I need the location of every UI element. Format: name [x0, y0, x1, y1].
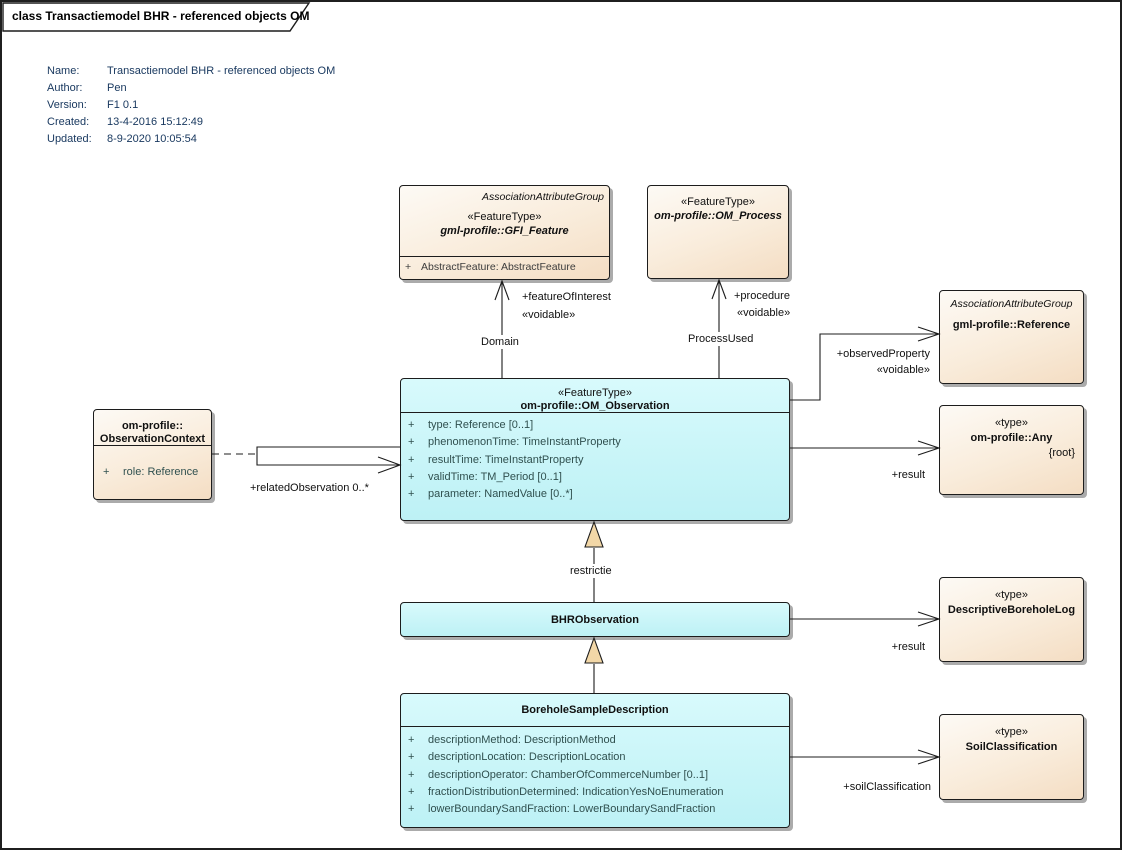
class-name-line2: ObservationContext	[99, 433, 206, 445]
info-row-created: Created: 13-4-2016 15:12:49	[47, 114, 335, 131]
info-value: Transactiemodel BHR - referenced objects…	[107, 65, 336, 77]
attribute-row: +resultTime: TimeInstantProperty	[408, 453, 584, 466]
attribute-row: +validTime: TM_Period [0..1]	[408, 470, 562, 483]
class-om-observation[interactable]: «FeatureType» om-profile::OM_Observation…	[400, 378, 790, 521]
class-name: gml-profile::Reference	[952, 319, 1071, 331]
class-om-process[interactable]: «FeatureType» om-profile::OM_Process	[647, 185, 789, 279]
class-stereotype: «type»	[994, 417, 1029, 429]
label-observed-property-role: +observedProperty	[834, 347, 932, 361]
connector-result-any[interactable]	[790, 440, 941, 456]
class-name: gml-profile::GFI_Feature	[440, 225, 569, 237]
diagram-info-note: Name: Transactiemodel BHR - referenced ob…	[47, 63, 335, 148]
label-result-any: +result	[889, 468, 927, 482]
class-name: BoreholeSampleDescription	[521, 704, 669, 716]
label-related-observation: +relatedObservation 0..*	[248, 481, 371, 495]
class-borehole-sample-description[interactable]: BoreholeSampleDescription +descriptionMe…	[400, 693, 790, 828]
class-name: DescriptiveBoreholeLog	[947, 604, 1076, 616]
attribute-row: +phenomenonTime: TimeInstantProperty	[408, 436, 621, 449]
class-name: om-profile::OM_Process	[654, 210, 782, 222]
class-reference[interactable]: AssociationAttributeGroup gml-profile::R…	[939, 290, 1084, 384]
class-stereotype: «FeatureType»	[467, 211, 542, 223]
class-soil-classification[interactable]: «type» SoilClassification	[939, 714, 1084, 800]
label-procedure-stereotype: «voidable»	[735, 306, 793, 320]
label-procedure-role: +procedure	[732, 289, 792, 303]
info-row-author: Author: Pen	[47, 80, 335, 97]
connector-soil-classification[interactable]	[790, 749, 941, 765]
info-label: Created:	[47, 116, 90, 128]
info-value: F1 0.1	[107, 99, 139, 111]
class-bhr-observation[interactable]: BHRObservation	[400, 602, 790, 637]
attribute-row: +descriptionOperator: ChamberOfCommerceN…	[408, 768, 708, 781]
class-descriptive-borehole-log[interactable]: «type» DescriptiveBoreholeLog	[939, 577, 1084, 662]
class-gfi-feature[interactable]: AssociationAttributeGroup «FeatureType» …	[399, 185, 610, 280]
class-tag-root: {root}	[1048, 447, 1075, 459]
info-value: 13-4-2016 15:12:49	[107, 116, 204, 128]
class-name: om-profile::Any	[970, 432, 1053, 444]
attribute-row: +role: Reference	[103, 465, 199, 478]
label-observed-property-stereotype: «voidable»	[874, 363, 932, 377]
class-name: BHRObservation	[550, 613, 640, 626]
class-name: om-profile::OM_Observation	[520, 400, 670, 412]
info-value: 8-9-2020 10:05:54	[107, 133, 197, 145]
attribute-row: +fractionDistributionDetermined: Indicat…	[408, 785, 724, 798]
class-stereotype: «type»	[994, 726, 1029, 738]
info-value: Pen	[107, 82, 127, 94]
info-label: Updated:	[47, 133, 92, 145]
diagram-frame-title: class Transactiemodel BHR - referenced o…	[12, 9, 310, 23]
attribute-row: +AbstractFeature: AbstractFeature	[405, 261, 576, 274]
class-stereotype: «FeatureType»	[681, 196, 755, 208]
attribute-compartment: +role: Reference	[94, 445, 211, 499]
connector-result-log[interactable]	[790, 611, 941, 627]
label-feature-of-interest-role: +featureOfInterest	[520, 290, 613, 304]
class-name-line1: om-profile::	[121, 420, 184, 432]
attribute-compartment: +type: Reference [0..1] +phenomenonTime:…	[401, 412, 789, 520]
class-name: SoilClassification	[965, 741, 1058, 753]
connector-related-observation[interactable]	[212, 446, 402, 474]
attribute-compartment: +descriptionMethod: DescriptionMethod +d…	[401, 726, 789, 827]
connector-domain-feature-of-interest[interactable]	[494, 279, 510, 378]
diagram-frame-tab	[2, 2, 311, 32]
label-feature-of-interest-stereotype: «voidable»	[520, 308, 578, 322]
connector-restrictie-generalization[interactable]	[584, 520, 604, 602]
connector-process-used-procedure[interactable]	[711, 278, 727, 378]
connector-generalization-borehole[interactable]	[584, 636, 604, 693]
attribute-row: +type: Reference [0..1]	[408, 419, 534, 431]
label-soil-classification: +soilClassification	[841, 780, 933, 794]
attribute-row: +descriptionMethod: DescriptionMethod	[408, 734, 616, 746]
attribute-compartment: +AbstractFeature: AbstractFeature	[400, 256, 609, 279]
info-row-version: Version: F1 0.1	[47, 97, 335, 114]
info-label: Author:	[47, 82, 83, 94]
label-domain: Domain	[479, 335, 521, 349]
connector-observed-property[interactable]	[790, 326, 941, 401]
label-result-log: +result	[889, 640, 927, 654]
label-process-used: ProcessUsed	[686, 332, 756, 346]
info-row-updated: Updated: 8-9-2020 10:05:54	[47, 131, 335, 148]
class-stereotype: «FeatureType»	[558, 387, 632, 399]
class-stereotype: «type»	[994, 589, 1029, 601]
info-label: Name:	[47, 65, 80, 77]
attribute-row: +lowerBoundarySandFraction: LowerBoundar…	[408, 803, 716, 816]
class-observation-context[interactable]: om-profile:: ObservationContext +role: R…	[93, 409, 212, 500]
class-header-note: AssociationAttributeGroup	[482, 191, 604, 203]
class-any[interactable]: «type» om-profile::Any {root}	[939, 405, 1084, 495]
info-row-name: Name: Transactiemodel BHR - referenced ob…	[47, 63, 335, 80]
class-header-note: AssociationAttributeGroup	[950, 298, 1073, 310]
label-restrictie: restrictie	[568, 564, 614, 578]
info-label: Version:	[47, 99, 87, 111]
attribute-row: +parameter: NamedValue [0..*]	[408, 488, 573, 501]
attribute-row: +descriptionLocation: DescriptionLocatio…	[408, 751, 626, 764]
